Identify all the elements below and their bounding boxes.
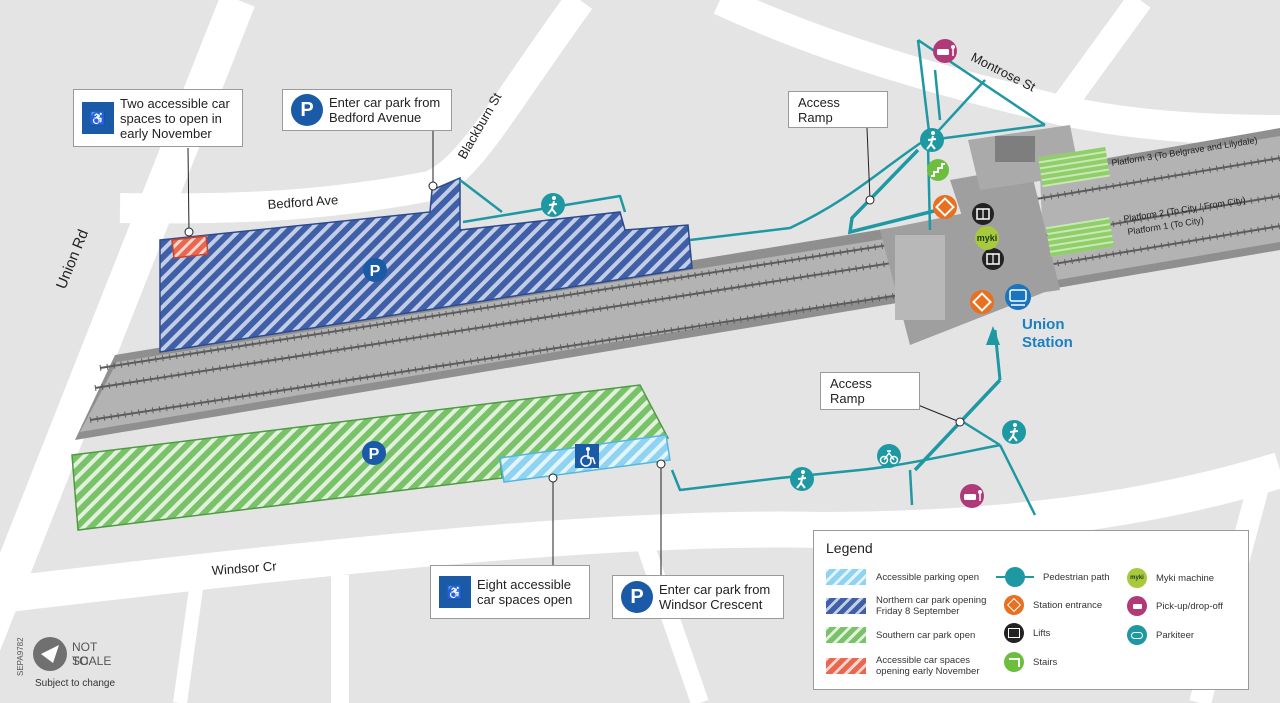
bike-icon	[877, 444, 901, 468]
northern-car-park	[159, 176, 693, 353]
car-icon	[933, 39, 957, 63]
side-road-sw	[173, 559, 207, 703]
lift-icon	[982, 248, 1004, 270]
legend-item-accessible-parking: Accessible parking open	[826, 569, 996, 585]
windsor-cr-road	[0, 452, 1280, 613]
station-name-line1: Union	[1022, 316, 1065, 333]
stairs-icon	[927, 159, 949, 181]
callout-bedford-entry: P Enter car park from Bedford Avenue	[282, 89, 452, 131]
doc-code: SEPA9782	[16, 637, 25, 676]
montrose-st-road	[713, 0, 1280, 145]
callout-accessible-north-text: Two accessible car spaces to open in ear…	[120, 95, 230, 141]
callout-windsor-entry-text: Enter car park from Windsor Crescent	[659, 582, 771, 612]
subject-to-change: Subject to change	[35, 678, 116, 689]
street-label-bedford-ave: Bedford Ave	[267, 192, 338, 212]
svg-text:P: P	[370, 263, 381, 280]
callout-leaders	[184, 127, 965, 575]
legend-item-pickup: Pick-up/drop-off	[1127, 596, 1223, 616]
access-ramp-north-path	[847, 148, 939, 235]
north-arrow-icon	[33, 637, 67, 671]
station-name-line2: Station	[1022, 334, 1073, 351]
legend-item-stairs: Stairs	[1004, 652, 1057, 672]
svg-text:P: P	[369, 446, 380, 463]
legend-title: Legend	[826, 540, 873, 556]
car-icon	[960, 484, 984, 508]
myki-icon: myki	[975, 226, 999, 250]
callout-eight-accessible-text: Eight accessible car spaces open	[477, 577, 573, 607]
street-label-union-rd: Union Rd	[53, 227, 92, 291]
stairs-platform-3	[1038, 146, 1110, 188]
accessible-icon: ♿	[439, 576, 471, 608]
parking-symbol: P	[362, 441, 386, 465]
accessible-icon	[575, 444, 599, 468]
access-ramp-north-label: Access Ramp	[798, 94, 840, 125]
direction-arrow	[986, 326, 1000, 345]
legend-item-pedestrian-path: Pedestrian path	[996, 567, 1110, 587]
station-building	[880, 125, 1114, 345]
callout-access-ramp-south: Access Ramp	[820, 372, 920, 410]
legend-item-accessible-november: Accessible car spaces opening early Nove…	[826, 655, 996, 677]
legend-item-northern-car-park: Northern car park opening Friday 8 Septe…	[826, 595, 996, 617]
bike-icon	[1127, 625, 1147, 645]
not-to-scale-line2: SCALE	[72, 654, 112, 668]
station-entrance-icon	[970, 290, 994, 314]
side-road-ne	[1049, 0, 1151, 118]
street-label-windsor-cr: Windsor Cr	[211, 558, 278, 578]
parking-icon: P	[291, 94, 323, 126]
not-to-scale-line1: NOT TO	[72, 640, 98, 668]
parking-symbol: P	[363, 258, 387, 282]
callout-access-ramp-north: Access Ramp	[788, 91, 888, 128]
lift-icon	[972, 203, 994, 225]
legend-item-lifts: Lifts	[1004, 623, 1050, 643]
legend-item-southern-car-park: Southern car park open	[826, 627, 996, 643]
legend: Legend Accessible parking open Northern …	[813, 530, 1249, 690]
parking-icon: P	[621, 581, 653, 613]
callout-windsor-entry: P Enter car park from Windsor Crescent	[612, 575, 784, 619]
callout-eight-accessible: ♿ Eight accessible car spaces open	[430, 565, 590, 619]
svg-text:myki: myki	[977, 233, 998, 243]
station-entrance-icon	[933, 195, 957, 219]
legend-item-station-entrance: Station entrance	[1004, 595, 1102, 615]
pedestrian-icon	[790, 467, 814, 491]
pedestrian-icon	[920, 128, 944, 152]
station-entrance-icon	[1004, 595, 1024, 615]
accessible-icon: ♿	[82, 102, 114, 134]
stairs-icon	[1004, 652, 1024, 672]
car-icon	[1127, 596, 1147, 616]
legend-item-myki: myki Myki machine	[1127, 568, 1214, 588]
pedestrian-icon	[541, 193, 565, 217]
callout-accessible-north: ♿ Two accessible car spaces to open in e…	[73, 89, 243, 147]
lift-icon	[1004, 623, 1024, 643]
pedestrian-icon	[1002, 420, 1026, 444]
legend-item-parkiteer: Parkiteer	[1127, 625, 1194, 645]
myki-icon: myki	[1127, 568, 1147, 588]
accessible-parking-north	[171, 235, 209, 259]
stairs-platform-2	[1046, 217, 1114, 257]
pedestrian-paths	[459, 38, 1046, 516]
train-icon	[1005, 284, 1031, 310]
access-ramp-south-label: Access Ramp	[830, 376, 872, 406]
pedestrian-icon	[996, 567, 1034, 587]
callout-bedford-entry-text: Enter car park from Bedford Avenue	[329, 95, 441, 125]
